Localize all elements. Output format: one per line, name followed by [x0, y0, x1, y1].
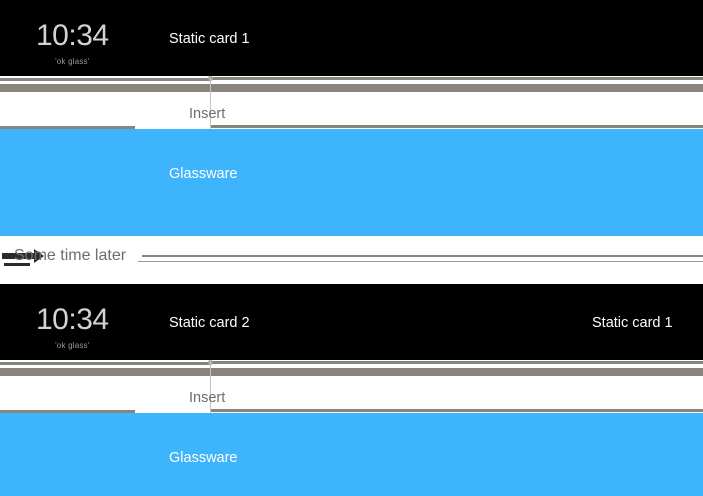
glassware-panel[interactable]: Glassware	[0, 129, 703, 236]
glassware-label: Glassware	[169, 166, 238, 182]
scroll-rule-top-right	[211, 361, 703, 364]
scroll-rule-bottom-right	[211, 409, 703, 412]
clock-voice-hint: 'ok glass'	[55, 57, 90, 66]
glass-strip: 10:34 'ok glass' Static card 2 Static ca…	[0, 284, 703, 360]
clock-time: 10:34	[36, 303, 109, 336]
scroll-rule-bottom-left	[0, 126, 135, 129]
glass-strip: 10:34 'ok glass' Static card 1	[0, 0, 703, 76]
scroll-rule-top-left	[0, 362, 211, 365]
glassware-panel[interactable]: Glassware	[0, 413, 703, 496]
separator-rule-upper	[142, 255, 703, 257]
some-time-later-label: Some time later	[14, 247, 127, 264]
clock-time: 10:34	[36, 19, 109, 52]
glass-clock: 10:34 'ok glass'	[36, 21, 109, 67]
glass-clock: 10:34 'ok glass'	[36, 305, 109, 351]
some-time-later-separator: Some time later	[0, 236, 703, 284]
scroll-track[interactable]	[0, 84, 703, 92]
timeline-group-after-insert: 10:34 'ok glass' Static card 2 Static ca…	[0, 284, 703, 496]
scroll-rule-bottom-left	[0, 410, 135, 413]
glassware-label: Glassware	[169, 450, 238, 466]
insert-band: Insert	[0, 360, 703, 413]
insert-divider	[210, 76, 211, 129]
insert-band: Insert	[0, 76, 703, 129]
static-card-2-label[interactable]: Static card 2	[169, 315, 250, 331]
timeline-group-before-insert: 10:34 'ok glass' Static card 1 Insert	[0, 0, 703, 236]
scroll-track[interactable]	[0, 368, 703, 376]
insert-label[interactable]: Insert	[189, 106, 226, 122]
separator-rule-lower	[138, 261, 703, 262]
static-card-1-label[interactable]: Static card 1	[169, 31, 250, 47]
insert-label[interactable]: Insert	[189, 390, 226, 406]
clock-voice-hint: 'ok glass'	[55, 341, 90, 350]
scroll-rule-bottom-right	[211, 125, 703, 128]
static-card-1-label[interactable]: Static card 1	[592, 315, 673, 331]
scroll-rule-top-left	[0, 78, 211, 81]
time-arrow-icon	[2, 249, 44, 266]
scroll-rule-top-right	[211, 77, 703, 80]
insert-divider	[210, 360, 211, 413]
